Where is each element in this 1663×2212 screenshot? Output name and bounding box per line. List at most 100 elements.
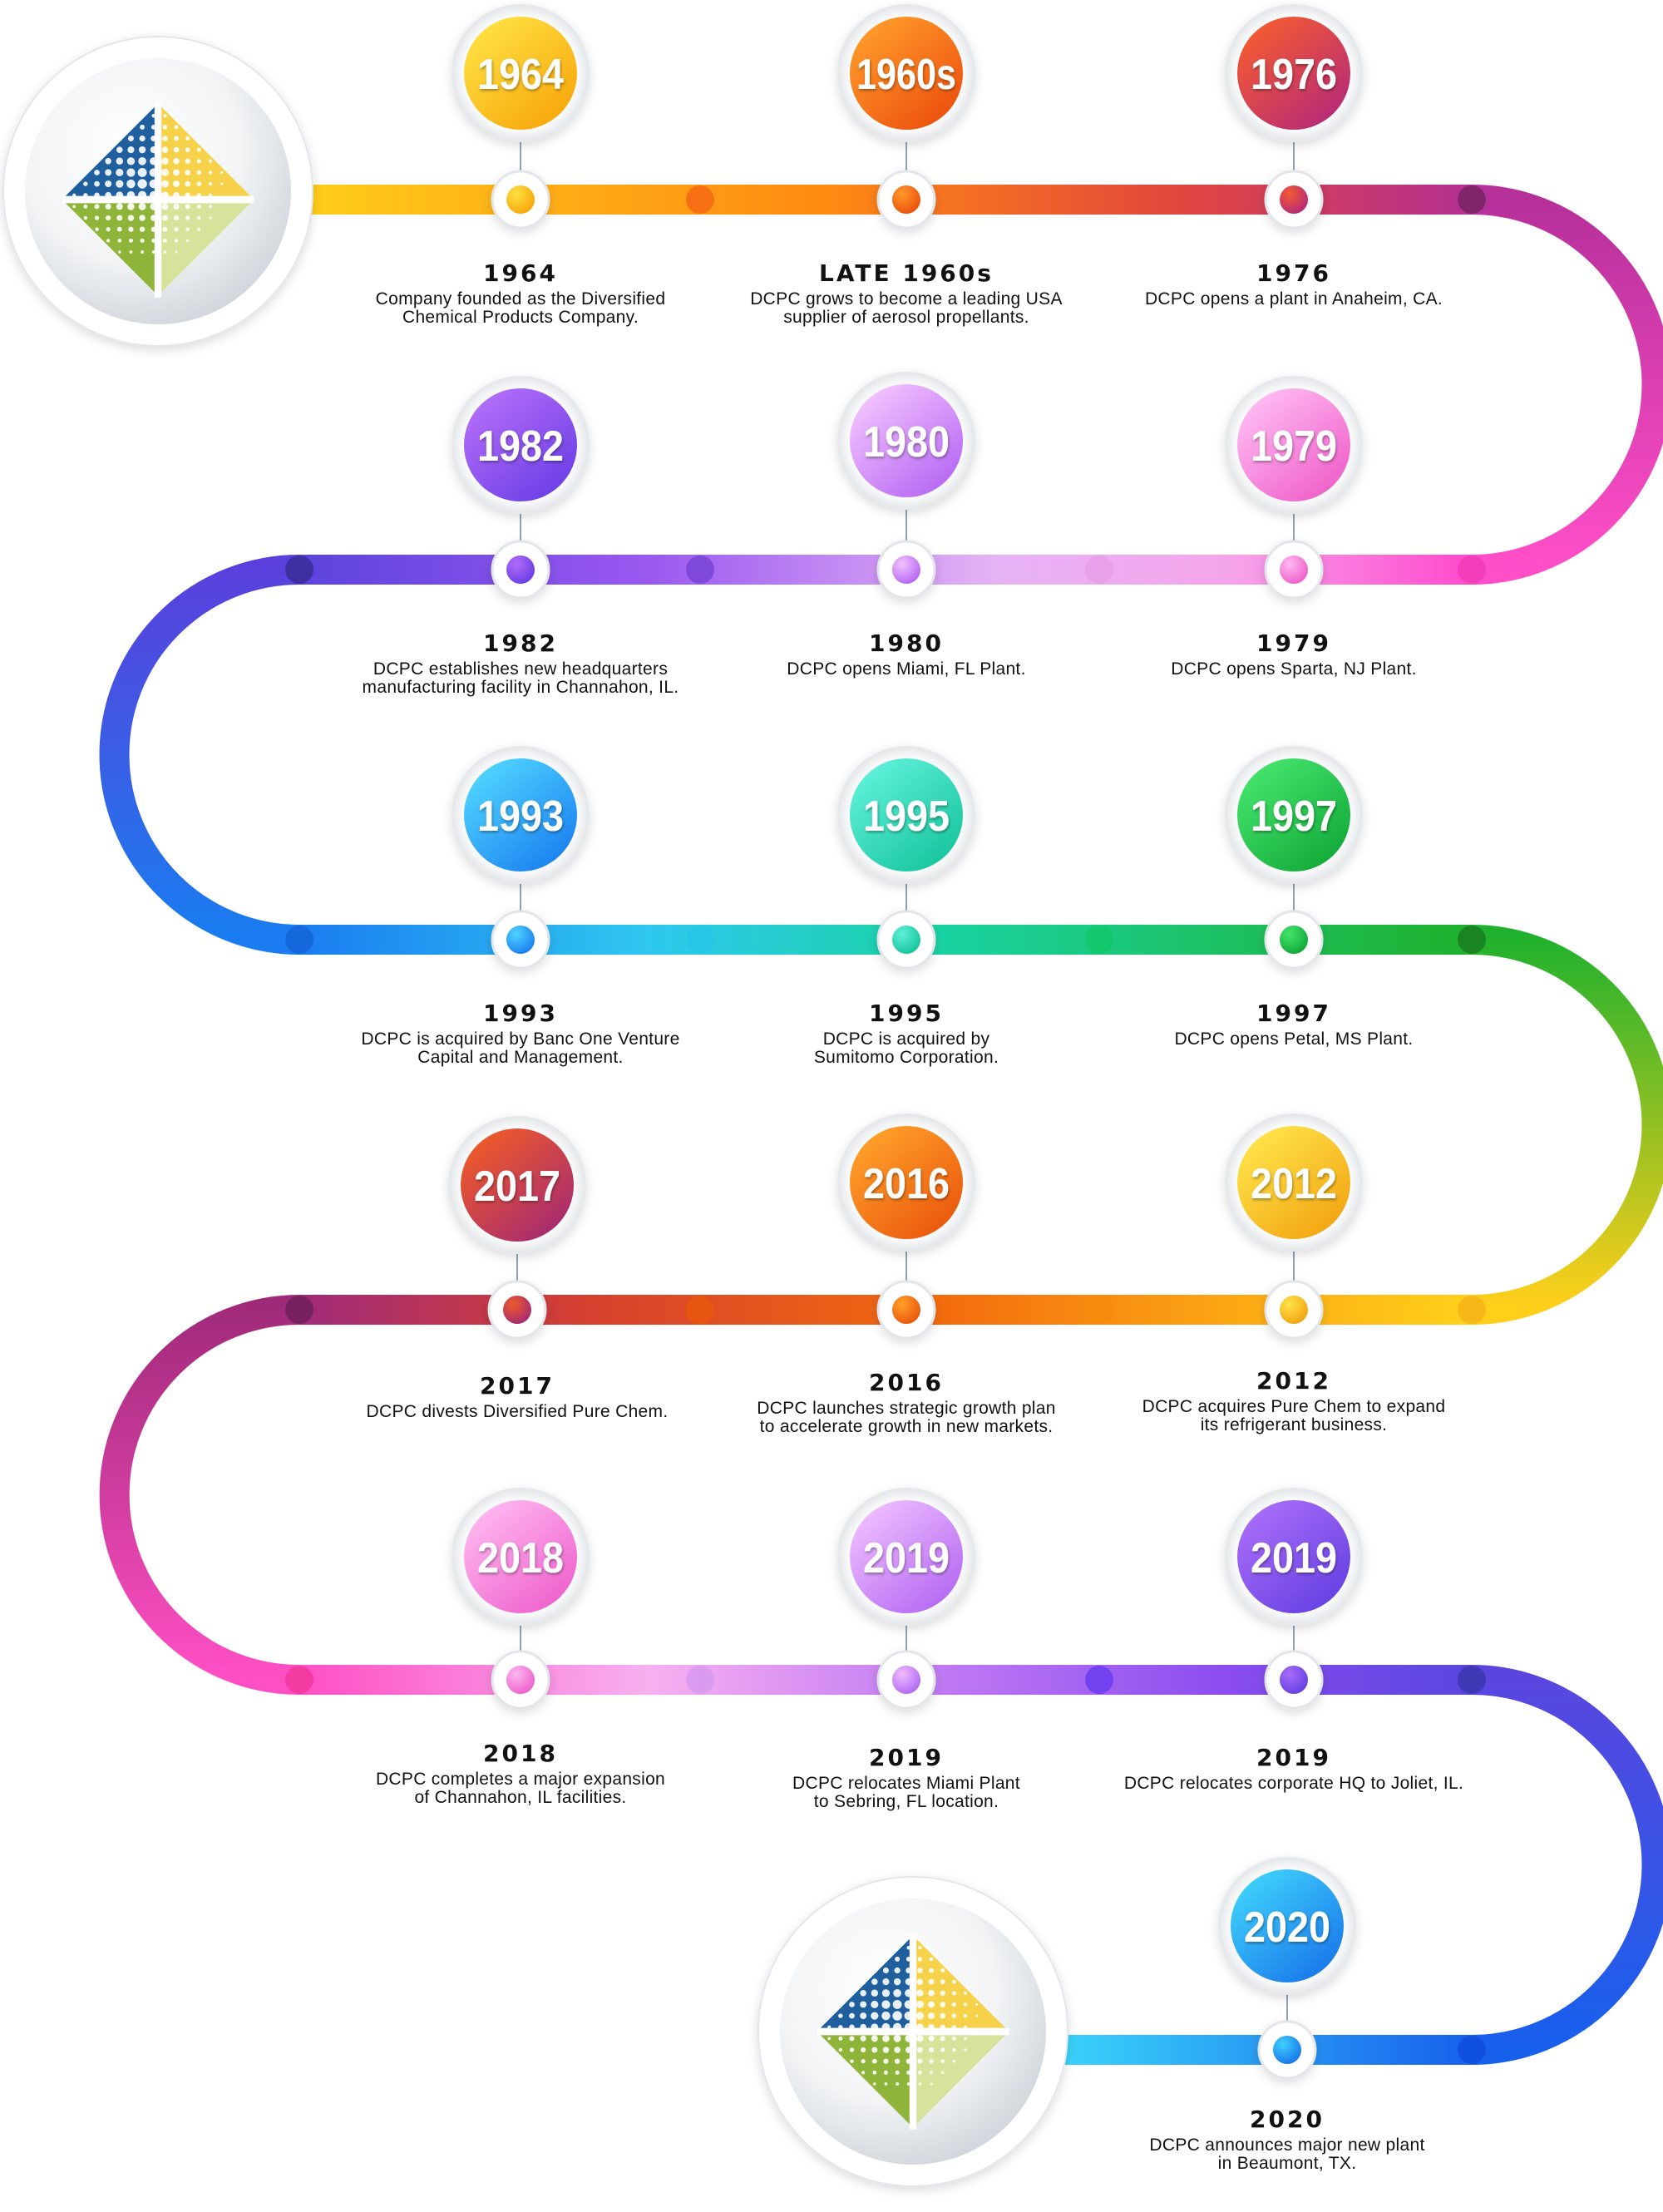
- milestone-marker-dot: [506, 1666, 535, 1694]
- track-junction-dot: [1458, 926, 1486, 954]
- milestone-9: 1997: [1225, 746, 1363, 970]
- milestone-description: DCPC is acquired by Banc One Venture Cap…: [361, 1029, 680, 1067]
- year-bubble-text: 1980: [863, 418, 950, 467]
- track-junction-dot: [1085, 926, 1113, 954]
- milestone-description: DCPC establishes new headquarters manufa…: [362, 659, 679, 697]
- track-junction-dot: [1458, 1666, 1486, 1694]
- year-bubble: [464, 17, 577, 130]
- year-bubble-text: 1993: [477, 792, 564, 841]
- milestone-year: 1995: [869, 1000, 944, 1027]
- track-junction-dot: [686, 1296, 714, 1324]
- milestone-description: DCPC divests Diversified Pure Chem.: [366, 1402, 669, 1421]
- track-curve-4: [99, 1295, 314, 1695]
- milestone-description: DCPC grows to become a leading USA suppl…: [750, 289, 1063, 327]
- milestone-description: DCPC opens Petal, MS Plant.: [1174, 1029, 1414, 1049]
- year-bubble: [461, 1128, 574, 1242]
- year-bubble-text: 1997: [1251, 792, 1337, 841]
- year-bubble: [1231, 1869, 1344, 1982]
- year-bubble-text: 1982: [477, 422, 564, 471]
- year-bubble: [850, 1126, 963, 1239]
- milestone-year: 2016: [869, 1369, 944, 1396]
- track-junction-dot: [285, 555, 313, 584]
- milestone-6: 1979: [1225, 376, 1363, 600]
- milestone-year: 1993: [483, 1000, 558, 1027]
- milestone-marker-dot: [892, 926, 920, 954]
- milestone-description: Company founded as the Diversified Chemi…: [375, 289, 666, 327]
- logo-bottom: [757, 1876, 1068, 2187]
- year-bubble-text: 2016: [863, 1160, 950, 1208]
- milestone-description: DCPC relocates Miami Plant to Sebring, F…: [792, 1774, 1020, 1811]
- milestone-description: DCPC is acquired by Sumitomo Corporation…: [813, 1029, 999, 1067]
- year-bubble-text: 2019: [863, 1534, 950, 1582]
- year-bubble: [850, 1500, 963, 1613]
- track-junction-dot: [285, 1296, 313, 1324]
- milestone-year: 1997: [1256, 1000, 1331, 1027]
- year-bubble-text: 1976: [1251, 51, 1337, 99]
- track-junction-dot: [1458, 2036, 1486, 2064]
- year-bubble-text: 2018: [477, 1534, 564, 1582]
- milestone-7: 1993: [452, 746, 590, 970]
- milestone-marker-dot: [1280, 1296, 1308, 1324]
- logo-quadrant: [158, 103, 251, 196]
- track-junction-dot: [686, 1666, 714, 1694]
- logo-quadrant: [913, 2035, 1006, 2128]
- milestone-marker-dot: [1280, 185, 1308, 214]
- year-bubble: [1237, 17, 1350, 130]
- track-junction-dot: [686, 926, 714, 954]
- milestone-marker-dot: [892, 1666, 920, 1694]
- milestone-description: DCPC completes a major expansion of Chan…: [375, 1770, 666, 1807]
- milestone-year: 2018: [483, 1740, 558, 1767]
- track-junction-dot: [686, 185, 714, 214]
- logo-quadrant: [913, 1935, 1006, 2028]
- milestone-marker-dot: [892, 1296, 920, 1324]
- track-junction-dot: [1458, 555, 1486, 584]
- milestone-5: 1980: [837, 372, 975, 600]
- track-junction-dots: [285, 185, 1486, 2064]
- milestone-description: DCPC announces major new plant in Beaumo…: [1149, 2135, 1425, 2173]
- year-bubble-text: 1960s: [856, 51, 956, 99]
- milestone-year: 1982: [483, 630, 558, 657]
- milestone-description: DCPC launches strategic growth plan to a…: [757, 1399, 1056, 1436]
- track-junction-dot: [1085, 1666, 1113, 1694]
- track-curve-2: [99, 555, 314, 955]
- milestone-marker-dot: [1280, 1666, 1308, 1694]
- milestone-year: 2019: [1256, 1744, 1331, 1771]
- milestone-description: DCPC opens a plant in Anaheim, CA.: [1144, 289, 1443, 309]
- year-bubble-text: 2020: [1244, 1903, 1330, 1952]
- track-junction-dot: [1458, 1296, 1486, 1324]
- milestone-year: 2020: [1250, 2106, 1325, 2133]
- track-junction-dot: [686, 555, 714, 584]
- milestone-13: 2018: [452, 1488, 590, 1710]
- milestone-14: 2019: [837, 1488, 975, 1710]
- milestone-marker-dot: [1280, 555, 1308, 584]
- year-bubble: [850, 17, 963, 130]
- year-bubble: [850, 758, 963, 871]
- year-bubble: [1237, 1126, 1350, 1239]
- milestone-year: 1980: [869, 630, 944, 657]
- year-bubble: [464, 1500, 577, 1613]
- milestone-description: DCPC relocates corporate HQ to Joliet, I…: [1123, 1774, 1464, 1793]
- track-junction-dot: [285, 1666, 313, 1694]
- milestone-year: LATE 1960s: [819, 259, 994, 287]
- milestone-year: 2017: [480, 1372, 555, 1400]
- milestone-marker-dot: [503, 1296, 531, 1324]
- year-bubble-text: 1964: [477, 51, 564, 99]
- track-curve-3: [1457, 925, 1663, 1325]
- track-junction-dot: [1458, 185, 1486, 214]
- milestone-markers: 1964 1960s 1976 1982 1980 1979 1993 1995 1997 201…: [448, 4, 1363, 2080]
- track-junction-dot: [1085, 1296, 1113, 1324]
- milestone-2: 1960s: [837, 4, 975, 230]
- milestone-marker-dot: [506, 185, 535, 214]
- milestone-year: 2012: [1256, 1367, 1331, 1395]
- milestone-marker-dot: [1280, 926, 1308, 954]
